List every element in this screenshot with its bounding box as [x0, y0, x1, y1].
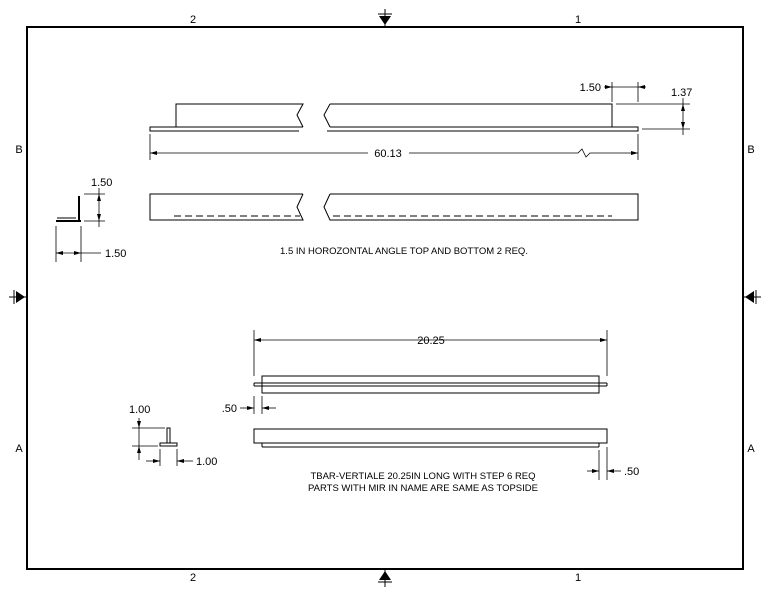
- zone-top-left: 2: [190, 14, 196, 26]
- zone-top-right: 1: [575, 14, 581, 26]
- dimension-label: 1.37: [671, 87, 692, 99]
- angle-top-view: [149, 103, 639, 132]
- dimension-label: 1.50: [105, 248, 126, 260]
- dimension-label: .50: [222, 403, 237, 415]
- dimension-tbar-section-height: 1.00: [129, 404, 165, 460]
- dimension-tbar-section-width: 1.00: [146, 449, 217, 468]
- angle-section-view: [56, 196, 81, 222]
- tbar-note-line-2: PARTS WITH MIR IN NAME ARE SAME AS TOPSI…: [308, 483, 538, 494]
- dimension-angle-flange-width: 1.50: [580, 82, 646, 102]
- zone-left-lower: A: [15, 443, 23, 455]
- dimension-label: 1.00: [129, 404, 150, 416]
- center-mark-left-icon: [9, 290, 27, 304]
- dimension-angle-section-width: 1.50: [55, 226, 126, 262]
- zone-right-lower: A: [747, 443, 755, 455]
- dimension-angle-height: 1.37: [616, 87, 692, 135]
- dimension-label: 1.00: [196, 456, 217, 468]
- angle-note: 1.5 IN HOROZONTAL ANGLE TOP AND BOTTOM 2…: [280, 246, 528, 257]
- dimension-tbar-step-end: .50: [587, 447, 639, 480]
- dimension-label: .50: [624, 466, 639, 478]
- tbar-top-view: [253, 375, 608, 394]
- tbar-note-line-1: TBAR-VERTIALE 20.25IN LONG WITH STEP 6 R…: [310, 471, 535, 482]
- angle-front-view: [149, 193, 639, 221]
- dimension-label: 1.50: [91, 177, 112, 189]
- zone-bottom-right: 1: [575, 572, 581, 584]
- dimension-angle-section-height: 1.50: [84, 177, 112, 227]
- dimension-label: 60.13: [374, 148, 402, 160]
- zone-left-upper: B: [15, 144, 22, 156]
- zone-right-upper: B: [747, 144, 754, 156]
- dimension-label: 20.25: [417, 335, 445, 347]
- center-mark-top-icon: [378, 9, 392, 27]
- dimension-label: 1.50: [580, 82, 601, 94]
- center-mark-right-icon: [743, 290, 761, 304]
- dimension-tbar-step: .50: [222, 396, 276, 415]
- tbar-front-view: [253, 428, 608, 448]
- center-mark-bottom-icon: [378, 569, 392, 587]
- dimension-tbar-length: 20.25: [253, 330, 608, 376]
- dimension-angle-length: 60.13: [149, 134, 639, 160]
- zone-bottom-left: 2: [190, 572, 196, 584]
- tbar-section-view: [159, 427, 178, 447]
